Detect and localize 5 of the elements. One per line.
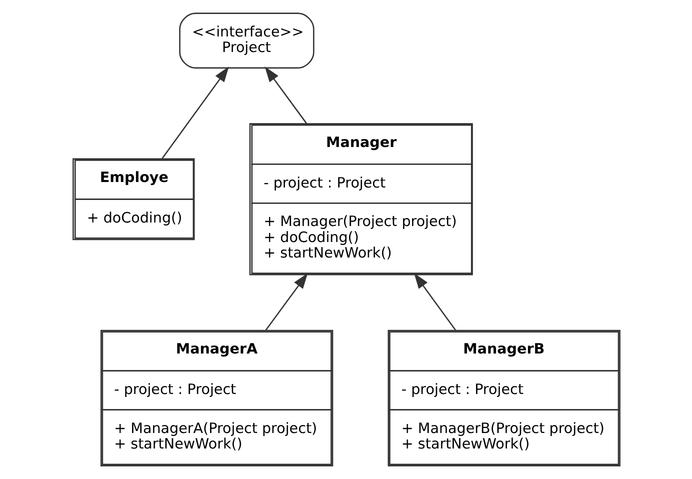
arrow	[264, 273, 308, 331]
arrow	[264, 66, 307, 124]
node-box: <<interface>> Project	[178, 12, 314, 69]
arrow	[413, 273, 456, 331]
arrow	[161, 66, 228, 159]
